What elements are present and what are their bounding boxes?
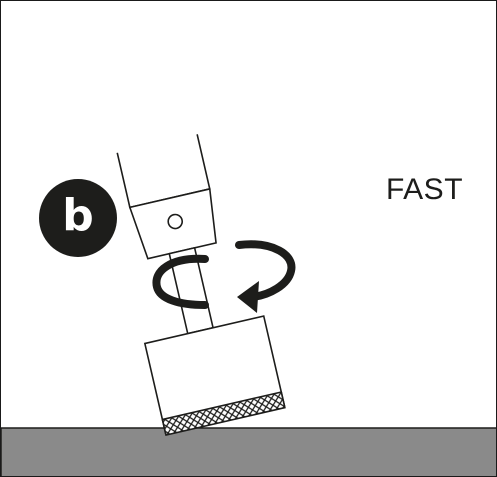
step-letter: b <box>62 190 94 241</box>
floor-surface <box>1 427 496 476</box>
speed-label: FAST <box>386 173 464 206</box>
step-badge: b <box>39 179 117 257</box>
housing-screw <box>167 213 183 230</box>
rotation-arrow-icon <box>152 240 296 313</box>
polisher-machine <box>116 134 286 437</box>
grinding-pad-icon <box>161 391 286 437</box>
